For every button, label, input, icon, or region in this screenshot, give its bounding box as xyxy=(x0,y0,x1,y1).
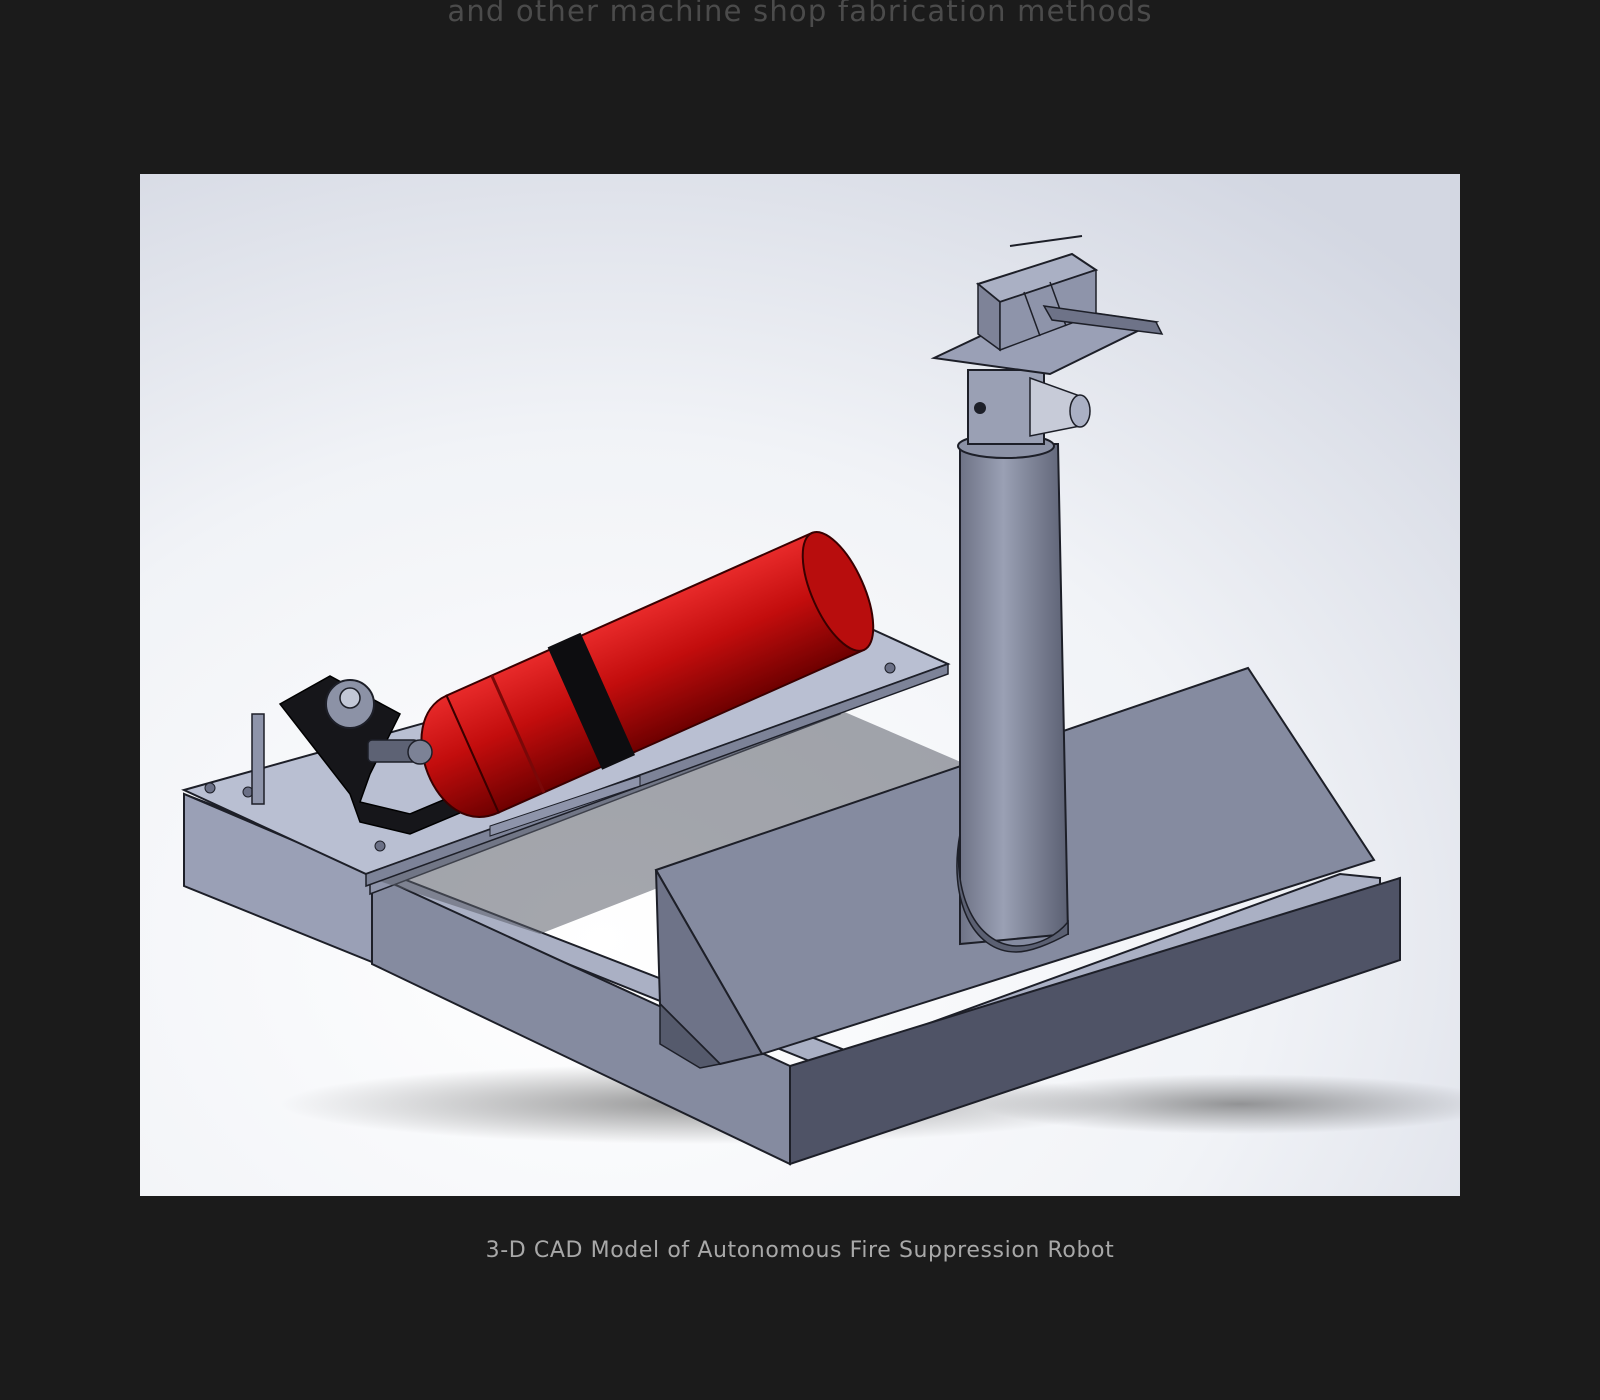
cad-model-image xyxy=(140,174,1460,1196)
section-text-tail: and other machine shop fabrication metho… xyxy=(447,0,1153,28)
figure-caption: 3-D CAD Model of Autonomous Fire Suppres… xyxy=(485,1238,1115,1263)
cad-robot-render-icon xyxy=(140,174,1460,1196)
